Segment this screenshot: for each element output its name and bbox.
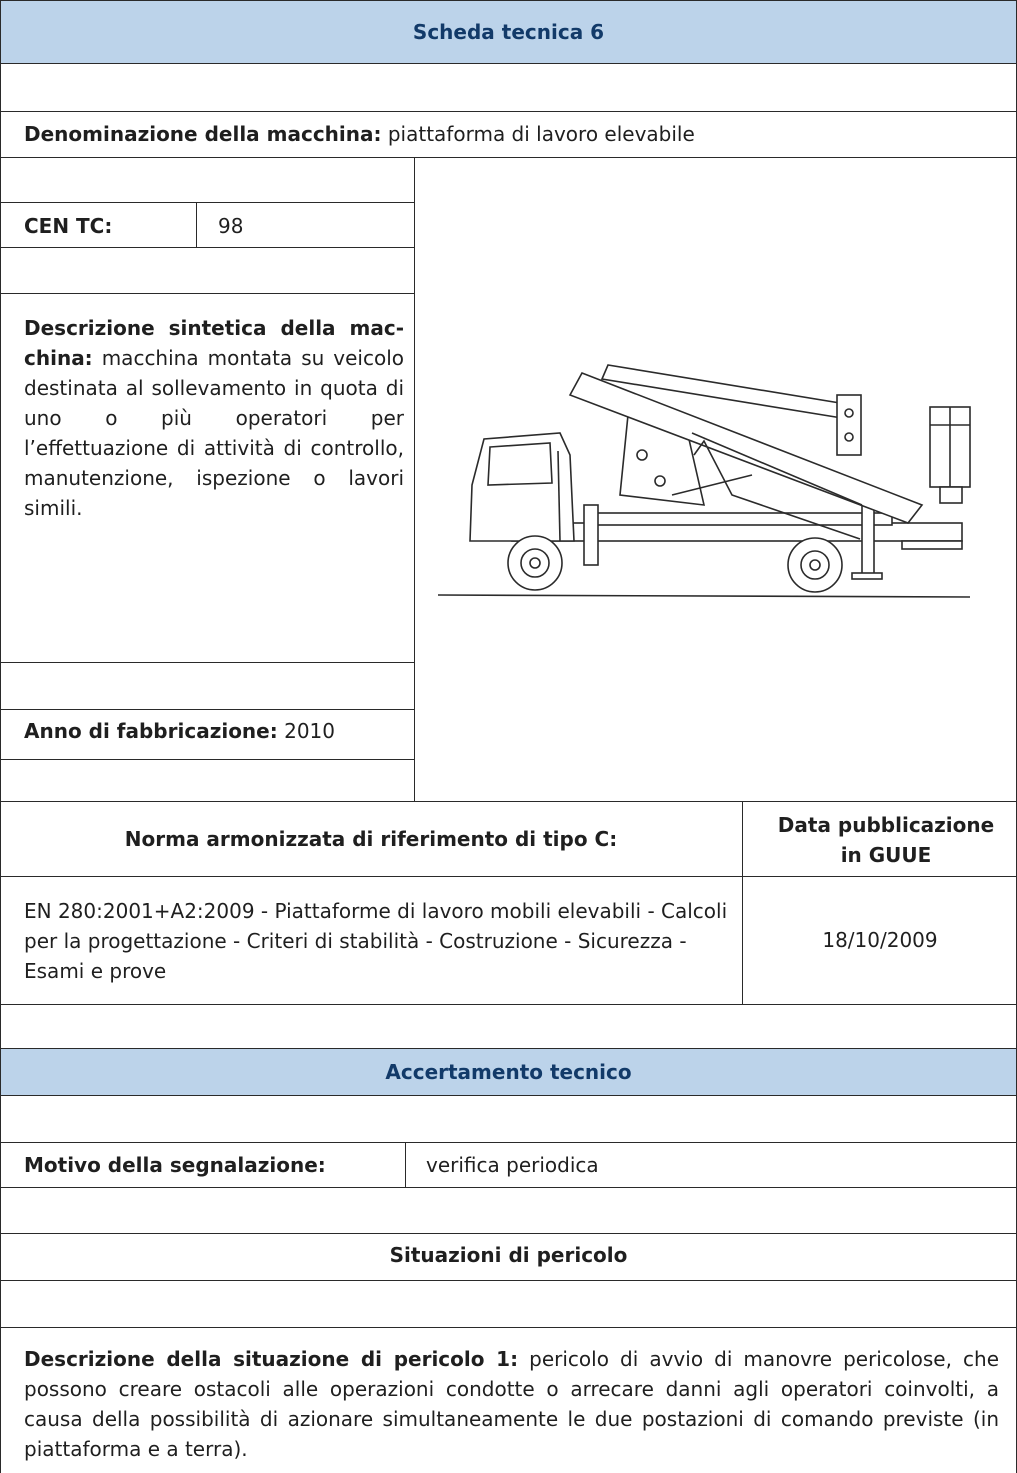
year-value: 2010 xyxy=(284,719,335,743)
machine-name-value: piattaforma di lavoro elevabile xyxy=(387,122,695,146)
hazards-title: Situazioni di pericolo xyxy=(389,1243,628,1267)
machine-description: Descrizione sintetica della mac­china: m… xyxy=(24,313,404,523)
reason-label: Motivo della segnalazione: xyxy=(24,1153,326,1177)
machine-description-label: Descrizione sintetica della mac­china: xyxy=(24,316,404,370)
machine-name-row: Denominazione della macchina: piattaform… xyxy=(24,119,695,149)
norm-text: EN 280:2001+A2:2009 - Piattaforme di lav… xyxy=(24,899,728,983)
machine-description-text: macchina montata su veicolo destinata al… xyxy=(24,346,405,520)
date-value: 18/10/2009 xyxy=(822,928,938,952)
aerial-platform-truck-drawing xyxy=(437,364,971,598)
hazard-1-text: pericolo di avvio di manovre pericolose,… xyxy=(24,1347,999,1461)
machine-name-label: Denominazione della macchina: xyxy=(24,122,382,146)
assessment-title: Accertamento tecnico xyxy=(385,1060,632,1084)
assessment-band xyxy=(0,1049,1017,1095)
reason-value: verifica periodica xyxy=(426,1153,599,1177)
norm-header: Norma armonizzata di riferimento di tipo… xyxy=(124,827,618,851)
hazard-1-label: Descrizione della situazione di pericolo… xyxy=(24,1347,519,1371)
date-header: Data pubblicazione in GUUE xyxy=(777,813,995,867)
cen-tc-label: CEN TC: xyxy=(24,214,113,238)
sheet-header-band xyxy=(0,0,1017,63)
sheet-title: Scheda tecnica 6 xyxy=(412,20,605,44)
hazard-1-description: Descrizione della situazione di pericolo… xyxy=(24,1344,999,1464)
year-row: Anno di fabbricazione: 2010 xyxy=(24,716,335,746)
year-label: Anno di fabbricazione: xyxy=(24,719,278,743)
cen-tc-value: 98 xyxy=(218,214,244,238)
